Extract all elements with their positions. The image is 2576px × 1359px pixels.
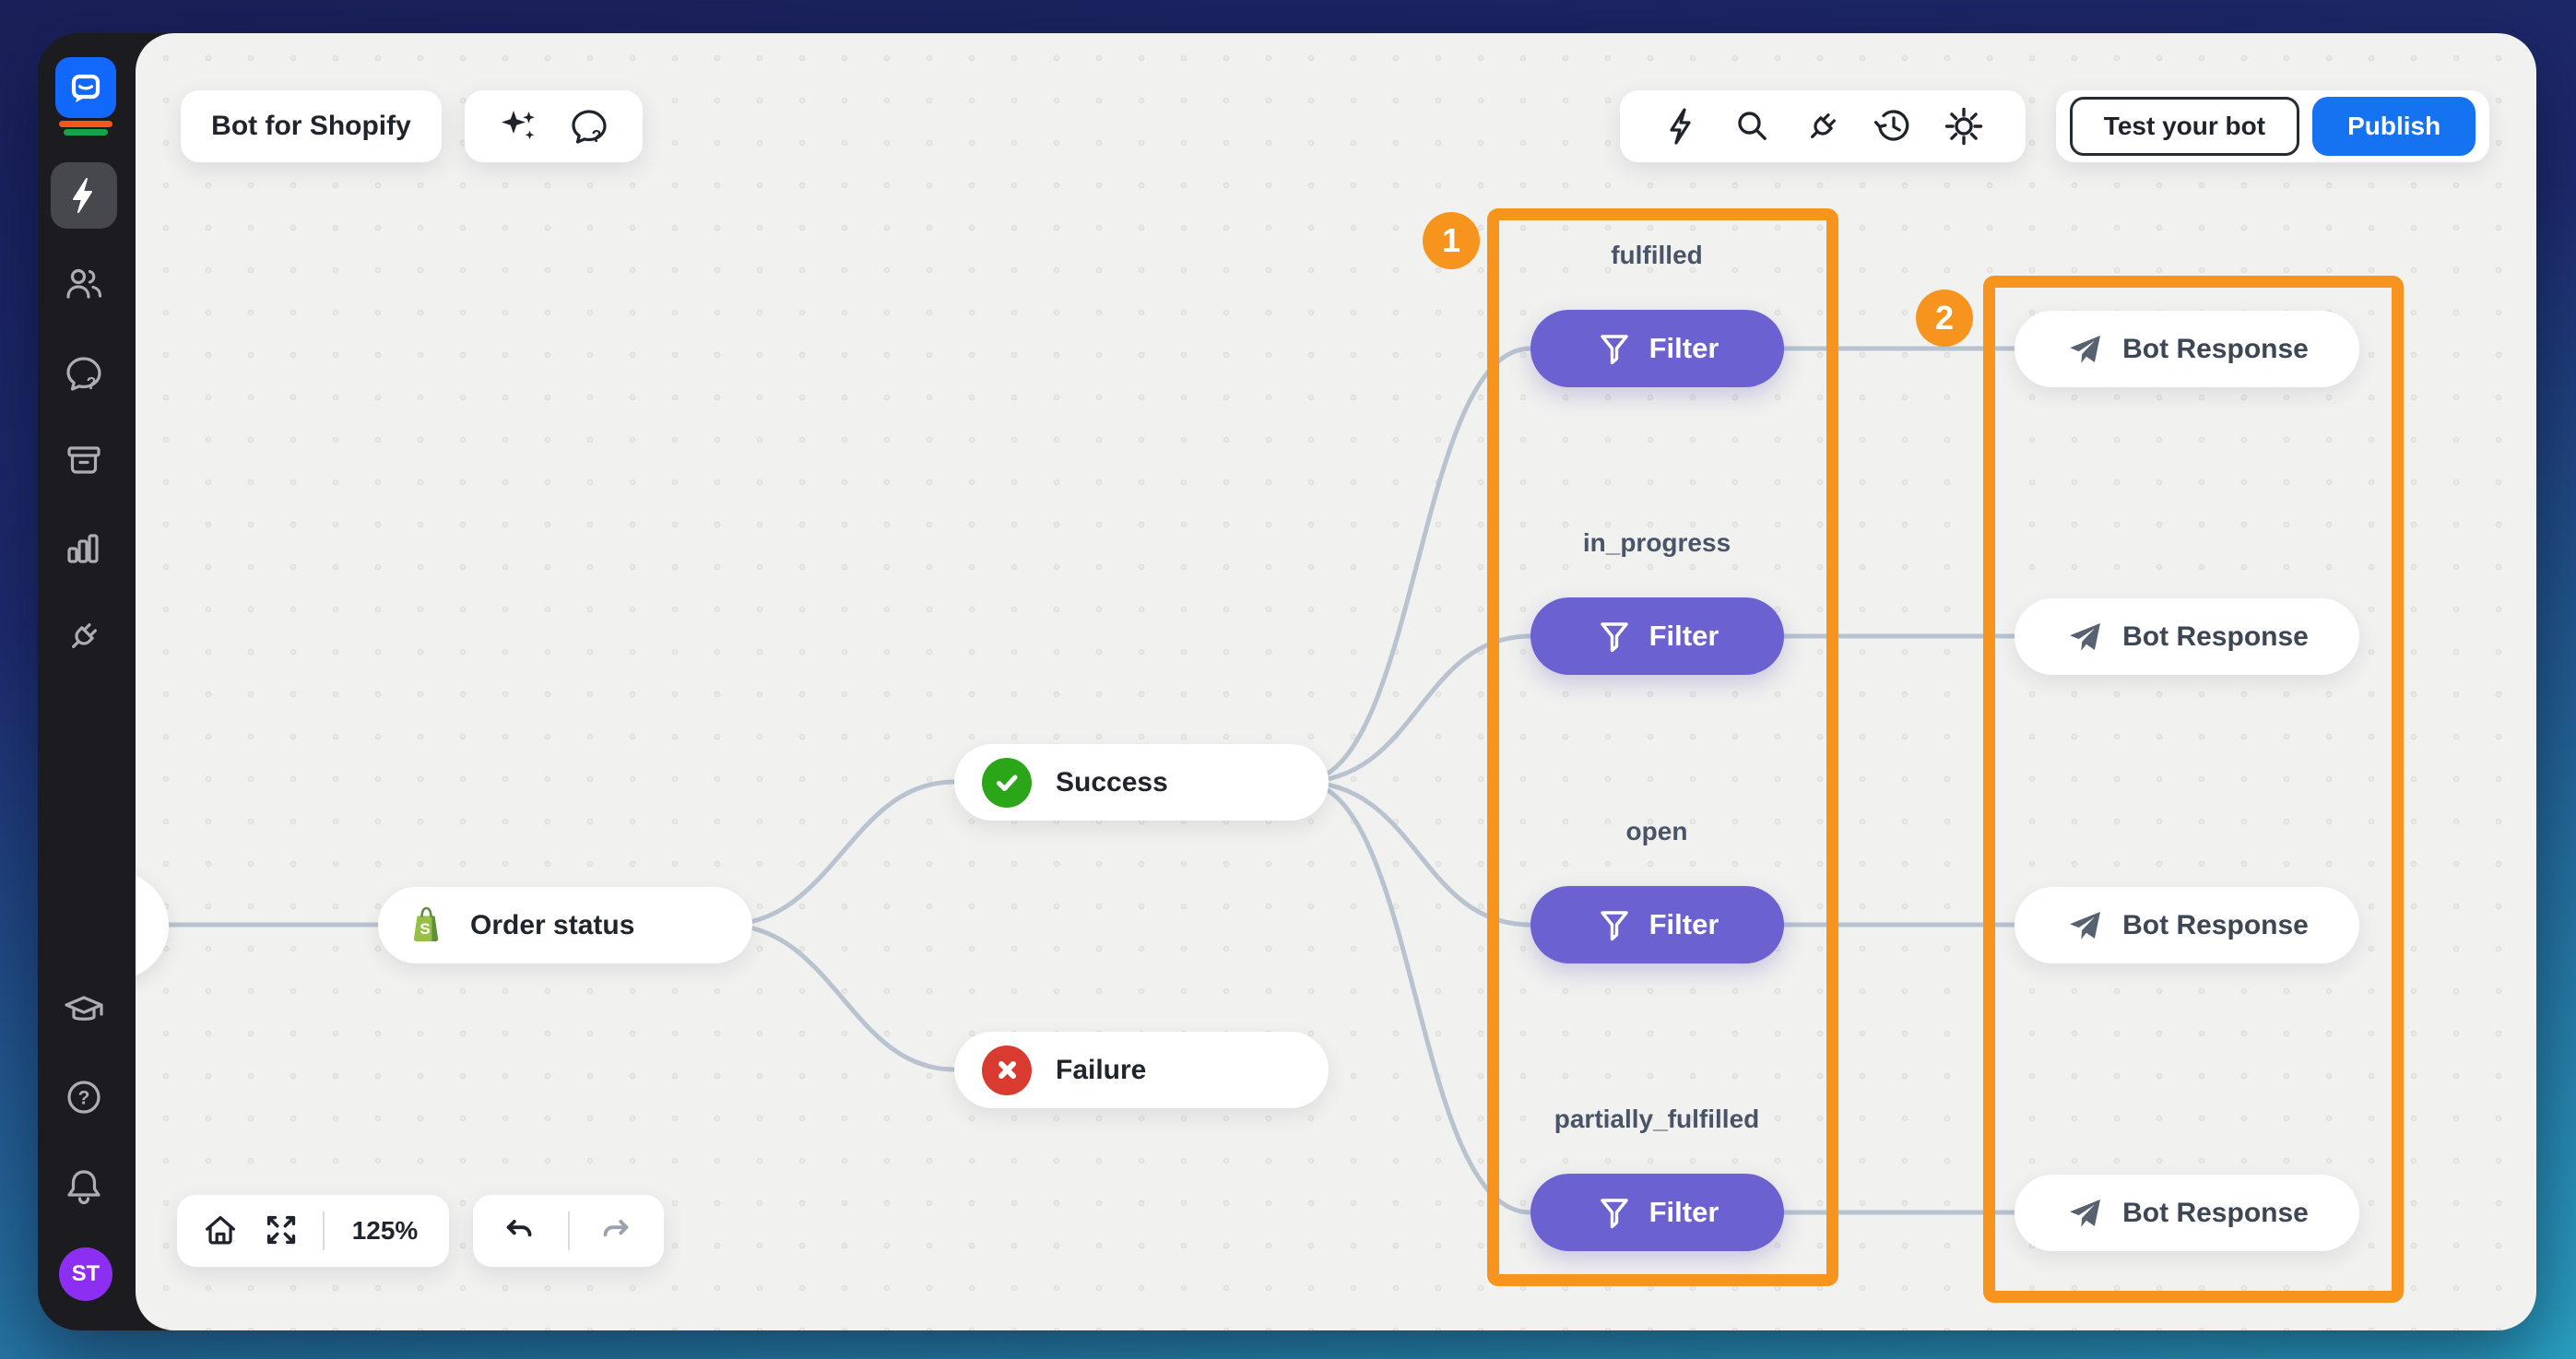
node-bot-response[interactable]: Bot Response <box>2015 598 2359 675</box>
sparkles-icon[interactable] <box>498 105 540 148</box>
fit-screen-icon[interactable] <box>262 1211 302 1251</box>
logo-stripe-green <box>64 129 108 136</box>
bot-title: Bot for Shopify <box>211 111 411 141</box>
chat-question-icon[interactable] <box>63 352 105 395</box>
node-filter-partially-fulfilled[interactable]: Filter <box>1530 1174 1784 1251</box>
funnel-icon <box>1600 622 1628 653</box>
help-icon[interactable] <box>63 1076 105 1118</box>
funnel-icon <box>1600 335 1628 365</box>
funnel-icon <box>1600 1199 1628 1229</box>
annotation-badge-2: 2 <box>1916 290 1973 347</box>
lightning-icon <box>73 178 92 213</box>
node-bot-response[interactable]: Bot Response <box>2015 311 2359 387</box>
redo-icon[interactable] <box>596 1211 636 1251</box>
node-bot-response[interactable]: Bot Response <box>2015 1175 2359 1251</box>
node-filter-open[interactable]: Filter <box>1530 886 1784 963</box>
filter-condition-label: partially_fulfilled <box>1554 1105 1760 1133</box>
filter-condition-label: open <box>1625 817 1688 845</box>
integrations-plug-icon[interactable] <box>63 615 105 657</box>
paper-plane-icon <box>2070 335 2101 363</box>
test-your-bot-button[interactable]: Test your bot <box>2069 97 2300 156</box>
paper-plane-icon <box>2070 1199 2101 1227</box>
plug-icon[interactable] <box>1802 105 1844 148</box>
funnel-icon <box>1600 911 1628 941</box>
filter-condition-label: in_progress <box>1582 528 1731 557</box>
lightning-icon[interactable] <box>1660 105 1703 148</box>
reports-icon[interactable] <box>63 527 105 570</box>
undo-redo-controls <box>473 1195 664 1267</box>
app-window: ST <box>38 33 2536 1330</box>
flow-edges <box>164 346 2017 1215</box>
publish-bar: Test your bot Publish <box>2056 90 2489 162</box>
flow-canvas[interactable]: Bot for Shopify Test your bot Publish <box>136 33 2536 1330</box>
node-success[interactable]: Success <box>954 744 1329 821</box>
view-controls: 125% <box>177 1195 449 1267</box>
avatar[interactable]: ST <box>59 1247 112 1301</box>
paper-plane-icon <box>2070 911 2101 939</box>
node-failure[interactable]: Failure <box>954 1032 1329 1108</box>
logo-stripe-orange <box>59 121 112 127</box>
archive-icon[interactable] <box>63 439 105 481</box>
paper-plane-icon <box>2070 622 2101 651</box>
chatbot-logo-icon <box>65 66 107 109</box>
settings-gear-icon[interactable] <box>1943 105 1985 148</box>
success-check-icon <box>982 757 1032 808</box>
sidebar-item-automations[interactable] <box>51 162 117 229</box>
canvas-toolbar <box>1620 90 2026 162</box>
sidebar: ST <box>38 33 136 1330</box>
filter-condition-label: fulfilled <box>1611 241 1703 269</box>
publish-button[interactable]: Publish <box>2312 97 2476 156</box>
assist-bar <box>465 90 643 162</box>
bot-title-bar: Bot for Shopify <box>181 90 442 162</box>
undo-icon[interactable] <box>501 1211 541 1251</box>
node-filter-fulfilled[interactable]: Filter <box>1530 310 1784 387</box>
divider <box>567 1211 570 1250</box>
node-order-status-label: Order status <box>470 909 635 940</box>
failure-x-icon <box>982 1045 1032 1095</box>
node-filter-in-progress[interactable]: Filter <box>1530 597 1784 675</box>
chat-question-icon[interactable] <box>568 105 610 148</box>
node-failure-label: Failure <box>1056 1054 1147 1085</box>
node-success-label: Success <box>1056 766 1168 798</box>
chatbot-logo[interactable] <box>55 57 116 118</box>
home-icon[interactable] <box>201 1211 242 1251</box>
users-icon[interactable] <box>63 263 105 305</box>
notifications-bell-icon[interactable] <box>63 1165 105 1208</box>
zoom-level[interactable]: 125% <box>351 1216 419 1245</box>
academy-cap-icon[interactable] <box>63 989 105 1032</box>
node-bot-response[interactable]: Bot Response <box>2015 887 2359 963</box>
search-icon[interactable] <box>1731 105 1774 148</box>
node-order-status[interactable]: Order status <box>378 887 752 963</box>
annotation-badge-1: 1 <box>1423 212 1480 269</box>
history-icon[interactable] <box>1873 105 1915 148</box>
shopify-bag-icon <box>412 906 440 942</box>
divider <box>323 1211 325 1250</box>
